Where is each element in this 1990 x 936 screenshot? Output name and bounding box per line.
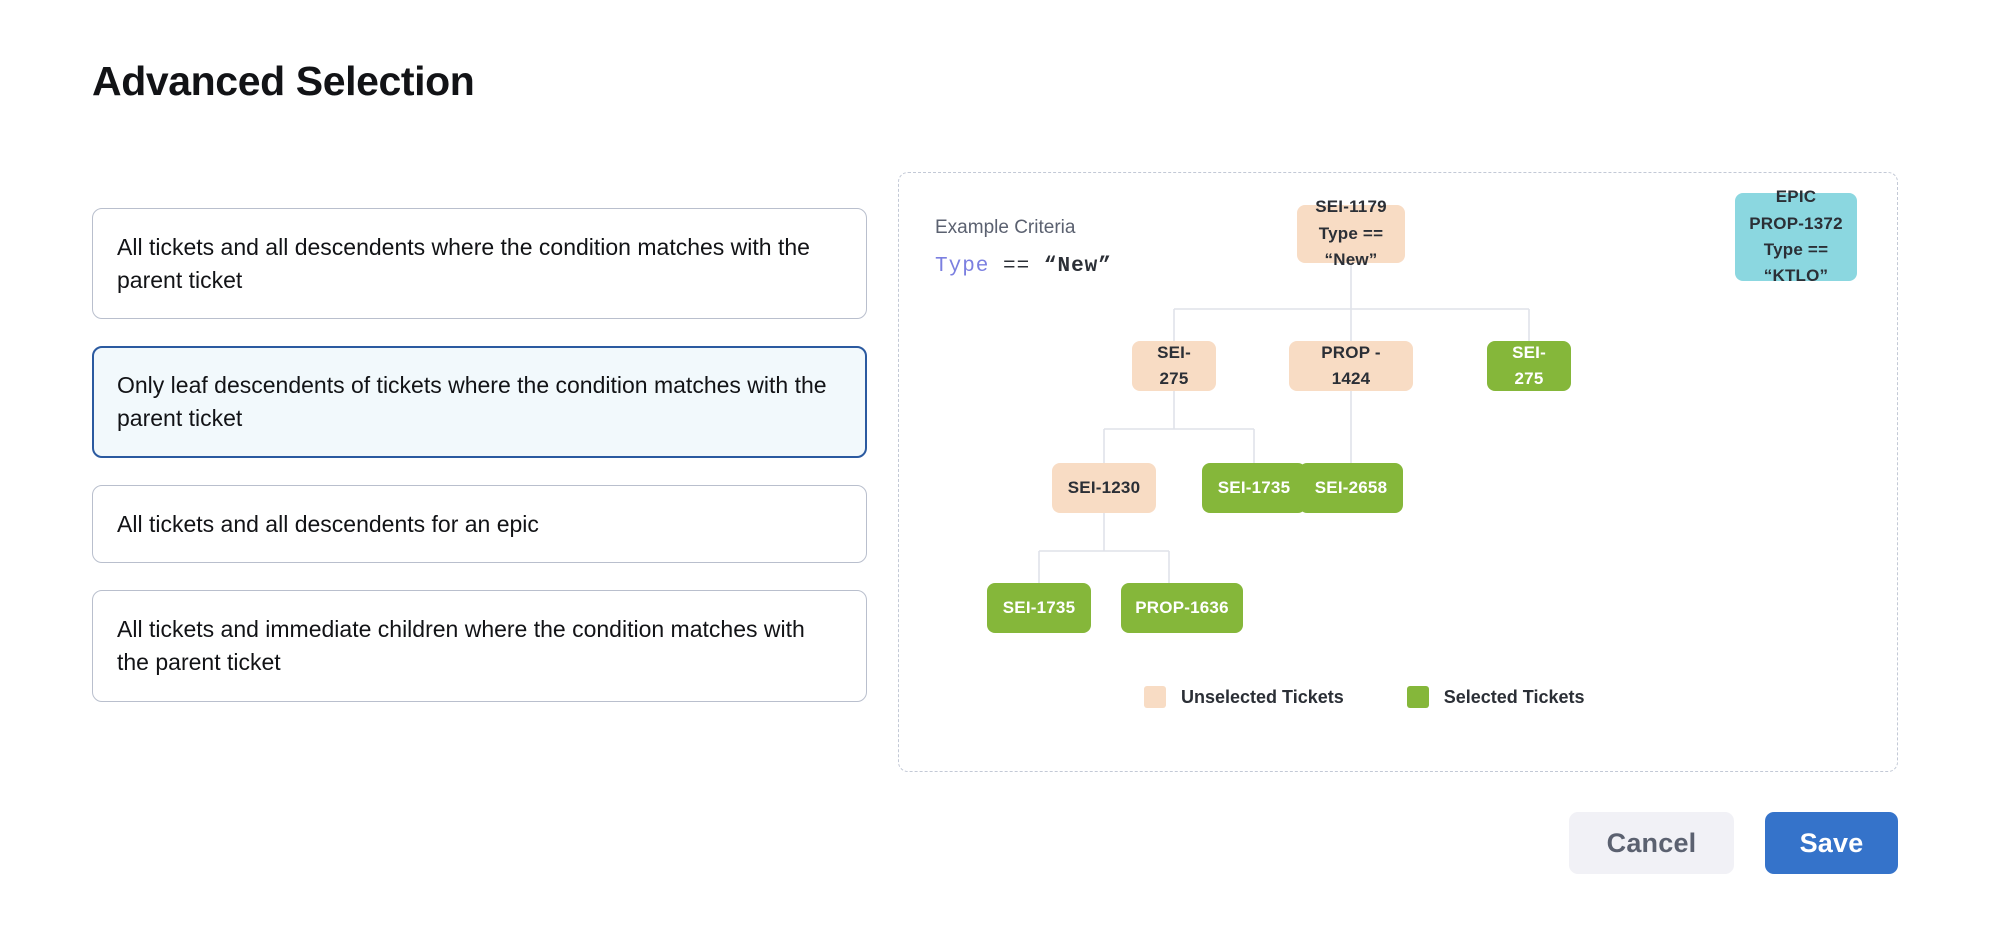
legend-label: Selected Tickets: [1443, 686, 1585, 707]
node-title: SEI-275: [1157, 342, 1191, 388]
node-subtitle: PROP-1372: [1749, 213, 1843, 233]
cancel-button[interactable]: Cancel: [1569, 812, 1734, 874]
ticket-tree: SEI-1179 Type == “New” EPIC PROP-1372 Ty…: [899, 173, 1899, 773]
tree-node-sei-1735-mid[interactable]: SEI-1735: [1202, 463, 1306, 513]
node-title: SEI-1230: [1067, 477, 1141, 497]
criteria-value: “New”: [1043, 255, 1112, 278]
dialog-footer: Cancel Save: [1569, 812, 1898, 874]
option-card-all-descendents[interactable]: All tickets and all descendents where th…: [92, 208, 867, 320]
option-label: Only leaf descendents of tickets where t…: [117, 372, 827, 431]
tree-node-sei-2658[interactable]: SEI-2658: [1299, 463, 1403, 513]
node-title: SEI-275: [1512, 342, 1546, 388]
tree-node-prop-1424[interactable]: PROP - 1424: [1289, 341, 1413, 391]
option-list: All tickets and all descendents where th…: [92, 208, 867, 702]
criteria-field: Type: [935, 255, 990, 278]
node-title: PROP - 1424: [1321, 342, 1381, 388]
node-subtitle: Type == “New”: [1318, 223, 1384, 270]
node-title: PROP-1636: [1135, 597, 1229, 617]
node-title: SEI-1735: [1217, 477, 1291, 497]
legend-item-unselected: Unselected Tickets: [1144, 686, 1344, 708]
option-label: All tickets and immediate children where…: [117, 616, 805, 675]
tree-connectors: [1038, 263, 1530, 583]
save-button[interactable]: Save: [1765, 812, 1898, 874]
legend-swatch-unselected-icon: [1144, 686, 1166, 708]
criteria-label: Example Criteria: [935, 217, 1076, 238]
option-card-immediate-children[interactable]: All tickets and immediate children where…: [92, 590, 867, 702]
node-title: SEI-2658: [1314, 477, 1388, 497]
tree-node-sei-1179[interactable]: SEI-1179 Type == “New”: [1297, 197, 1405, 269]
option-card-leaf-descendents[interactable]: Only leaf descendents of tickets where t…: [92, 346, 867, 458]
criteria-expression: Type == “New”: [935, 255, 1112, 278]
option-label: All tickets and all descendents for an e…: [117, 510, 539, 537]
diagram-preview-panel: Example Criteria Type == “New”: [898, 172, 1898, 772]
tree-node-prop-1636[interactable]: PROP-1636: [1121, 583, 1243, 633]
page-title: Advanced Selection: [92, 58, 475, 104]
criteria-operator: ==: [1003, 255, 1031, 278]
tree-node-sei-275-right[interactable]: SEI-275: [1487, 341, 1571, 391]
legend-swatch-selected-icon: [1406, 686, 1429, 708]
tree-legend: Unselected Tickets Selected Tickets: [1144, 686, 1585, 708]
tree-node-epic-prop-1372[interactable]: EPIC PROP-1372 Type == “KTLO”: [1735, 187, 1857, 285]
tree-node-sei-1230[interactable]: SEI-1230: [1052, 463, 1156, 513]
legend-label: Unselected Tickets: [1181, 686, 1344, 707]
option-card-epic-descendents[interactable]: All tickets and all descendents for an e…: [92, 484, 867, 564]
node-condition: Type == “KTLO”: [1763, 240, 1829, 286]
node-title: EPIC: [1775, 187, 1817, 207]
tree-node-sei-275-left[interactable]: SEI-275: [1132, 341, 1216, 391]
option-label: All tickets and all descendents where th…: [117, 234, 810, 293]
node-title: SEI-1735: [1002, 597, 1076, 617]
tree-node-sei-1735-leaf[interactable]: SEI-1735: [987, 583, 1091, 633]
node-title: SEI-1179: [1315, 197, 1387, 217]
legend-item-selected: Selected Tickets: [1406, 686, 1585, 708]
